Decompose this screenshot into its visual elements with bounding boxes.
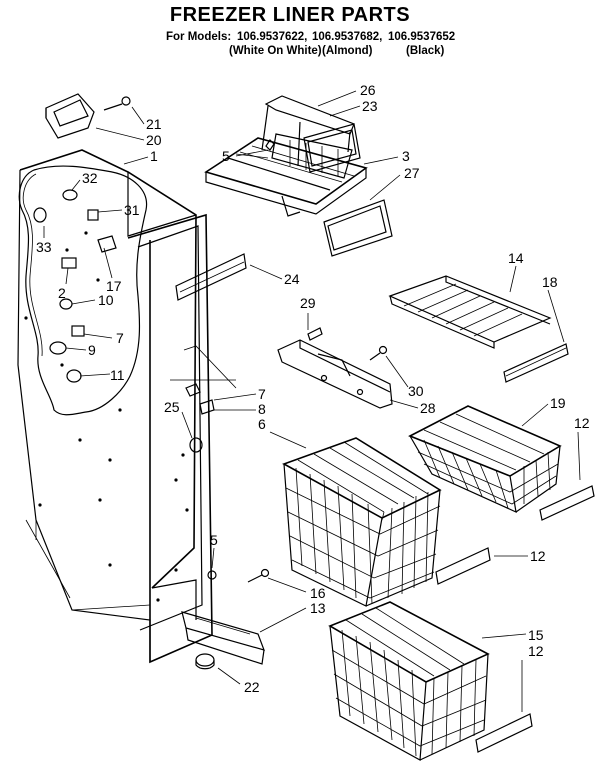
callout-15: 15 [528, 627, 544, 643]
callout-30: 30 [408, 383, 424, 399]
freezer-liner [17, 149, 213, 664]
wire-shelf-part-14 [388, 275, 552, 349]
model-number-2: 106.9537682, [312, 31, 383, 43]
diagram-header: FREEZER LINER PARTS For Models: 106.9537… [0, 0, 608, 90]
shelf-rail-part-18 [503, 343, 569, 383]
bracket-part-20 [45, 93, 95, 139]
callout-27: 27 [404, 165, 420, 181]
basket-trim-part-12-middle [435, 547, 491, 585]
leader-lines [43, 90, 581, 712]
callout-14: 14 [508, 250, 524, 266]
wire-basket-part-15 [328, 601, 490, 761]
callout-28: 28 [420, 400, 436, 416]
callout-2: 2 [58, 285, 66, 301]
model-number-1: 106.9537622, [237, 31, 308, 43]
callout-11: 11 [110, 367, 125, 383]
callout-6: 6 [258, 416, 266, 432]
callout-22: 22 [244, 679, 260, 695]
screw-part-30 [369, 345, 388, 361]
callout-12-middle: 12 [530, 548, 546, 564]
bottom-trim-part-13 [181, 611, 265, 665]
trim-panel-part-24 [175, 253, 247, 301]
wire-basket-part-19 [408, 405, 562, 514]
callout-12-lower: 12 [528, 643, 544, 659]
basket-trim-part-12-upper [539, 485, 595, 521]
callout-7-left: 7 [116, 330, 124, 346]
callout-23: 23 [362, 98, 378, 114]
callout-18: 18 [542, 274, 558, 290]
screw-part-16 [247, 568, 270, 583]
shelf-assembly-part-3 [204, 95, 368, 217]
callout-20: 20 [146, 132, 162, 148]
callout-12-upper: 12 [574, 415, 590, 431]
model-color-1: (White On White) [229, 45, 322, 57]
callout-21: 21 [146, 116, 162, 132]
callout-8: 8 [258, 401, 266, 417]
callout-13: 13 [310, 600, 326, 616]
screw-part-21 [103, 96, 131, 111]
cap-part-22 [195, 653, 215, 670]
callout-16: 16 [310, 585, 326, 601]
callout-26: 26 [360, 82, 376, 98]
models-label: For Models: [166, 31, 232, 43]
callout-labels: 26 23 21 20 1 5 3 27 32 31 33 17 2 10 24… [36, 82, 590, 695]
callout-1: 1 [150, 148, 158, 164]
callout-17: 17 [106, 278, 122, 294]
diagram-title: FREEZER LINER PARTS [169, 4, 411, 26]
callout-10: 10 [98, 292, 114, 308]
panel-part-27 [323, 199, 393, 257]
callout-3: 3 [402, 148, 410, 164]
callout-5-lower: 5 [210, 532, 218, 548]
callout-33: 33 [36, 239, 52, 255]
callout-5-upper: 5 [222, 148, 230, 164]
basket-support-part-28 [277, 339, 393, 409]
callout-32: 32 [82, 170, 98, 186]
wire-basket-part-6 [282, 437, 442, 607]
model-color-2: (Almond) [322, 45, 373, 57]
callout-29: 29 [300, 295, 316, 311]
callout-25: 25 [164, 399, 180, 415]
model-color-3: (Black) [406, 45, 445, 57]
callout-9: 9 [88, 342, 96, 358]
callout-19: 19 [550, 395, 566, 411]
callout-24: 24 [284, 271, 300, 287]
basket-trim-part-12-lower [475, 713, 533, 753]
screw-part-29 [307, 327, 323, 341]
callout-31: 31 [124, 202, 140, 218]
model-number-3: 106.9537652 [388, 31, 456, 43]
callout-7-center: 7 [258, 386, 266, 402]
